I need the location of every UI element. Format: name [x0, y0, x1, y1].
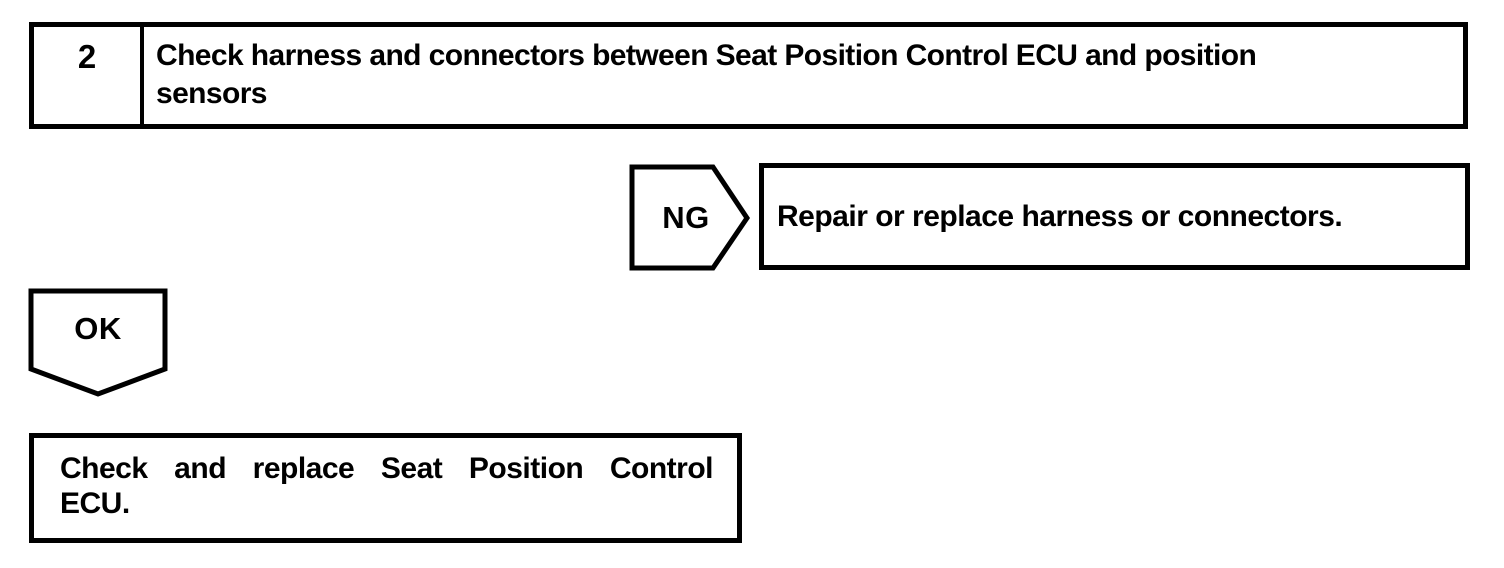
- step-instruction-line-2: sensors: [156, 77, 267, 110]
- ng-connector: NG: [629, 164, 750, 271]
- ok-connector: OK: [28, 288, 168, 398]
- ng-action-text: Repair or replace harness or connectors.: [777, 199, 1343, 233]
- down-arrow-pentagon-icon: [28, 288, 168, 397]
- ng-label: NG: [662, 199, 710, 235]
- step-instruction-line-1: Check harness and connectors between Sea…: [156, 39, 1257, 72]
- ok-action-line-2: ECU.: [60, 487, 130, 520]
- step-box: 2 Check harness and connectors between S…: [29, 22, 1468, 129]
- step-instruction: Check harness and connectors between Sea…: [144, 27, 1463, 124]
- ok-action-box: Check and replace Seat Position Control …: [29, 433, 742, 543]
- ok-label: OK: [74, 310, 122, 346]
- ng-action-box: Repair or replace harness or connectors.: [759, 163, 1470, 270]
- step-number: 2: [77, 38, 97, 75]
- step-number-cell: 2: [34, 27, 144, 124]
- right-arrow-pentagon-icon: [629, 164, 750, 271]
- ok-action-line-1: Check and replace Seat Position Control: [60, 452, 714, 485]
